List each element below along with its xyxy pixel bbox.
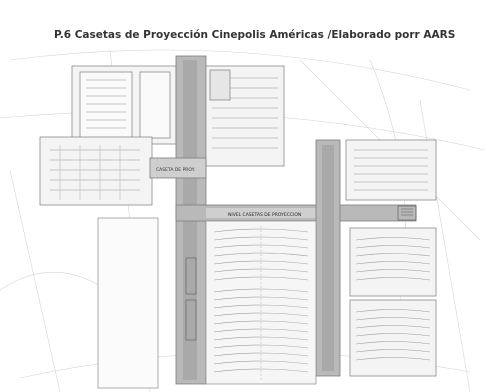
corridor-horizontal: NIVEL CASETAS DE PROYECCION bbox=[175, 204, 417, 222]
theater-block-right-top bbox=[345, 139, 437, 201]
corridor-right bbox=[315, 139, 341, 377]
hall-lower-left bbox=[97, 217, 159, 389]
theater-block-right-middle bbox=[349, 227, 437, 297]
auditorium-center bbox=[205, 220, 317, 385]
theater-block-left bbox=[39, 136, 153, 206]
theater-block-top-left bbox=[71, 65, 177, 145]
corridor-upper-band: CASETA DE PROY. bbox=[149, 157, 207, 179]
figure-caption: P.6 Casetas de Proyección Cinepolis Amér… bbox=[54, 29, 456, 41]
theater-block-top-center bbox=[205, 65, 285, 167]
corridor-upper-label: CASETA DE PROY. bbox=[156, 167, 195, 173]
theater-block-right-bottom bbox=[349, 299, 437, 377]
corridor-lower-label: NIVEL CASETAS DE PROYECCION bbox=[228, 212, 301, 218]
